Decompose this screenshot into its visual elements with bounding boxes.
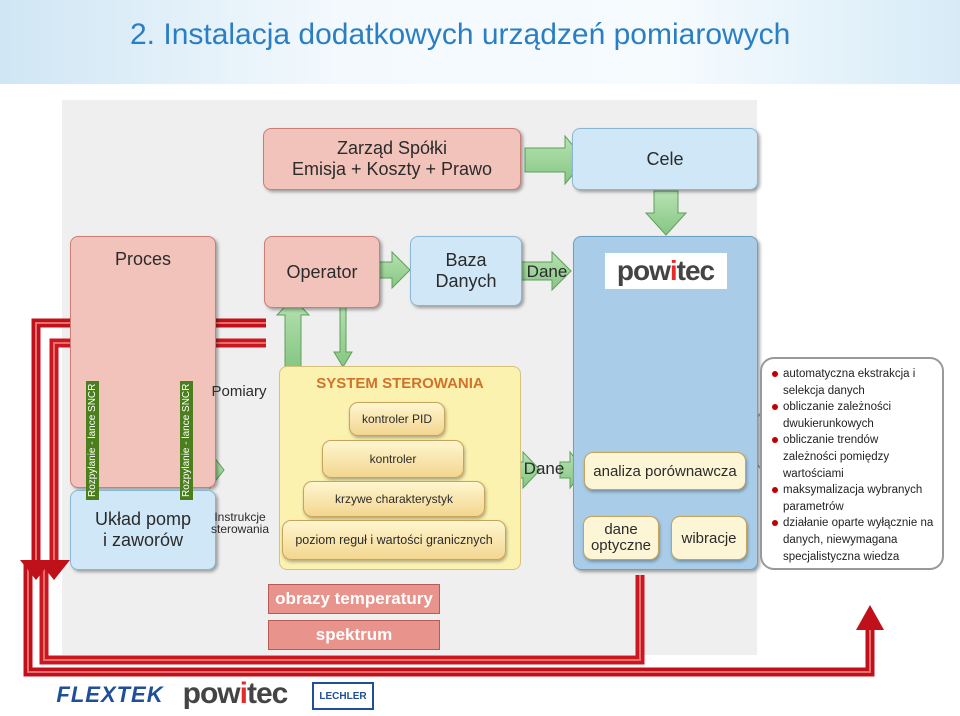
- baza-danych-box: Baza Danych: [410, 236, 522, 306]
- dane-mid-wrap: Dane: [519, 456, 569, 482]
- feature-item: automatyczna ekstrakcja i selekcja danyc…: [772, 366, 934, 399]
- proces-label: Proces: [114, 249, 172, 269]
- obrazy-text: obrazy temperatury: [275, 589, 433, 608]
- dane-optyczne-line1: dane: [604, 521, 638, 538]
- spektrum-text: spektrum: [315, 625, 393, 644]
- feature-item: maksymalizacja wybranych parametrów: [772, 482, 934, 515]
- dane-top-label: Dane: [526, 262, 568, 281]
- operator-label: Operator: [286, 261, 358, 282]
- level-kontroler-label: kontroler: [369, 452, 417, 466]
- analiza-label: analiza porównawcza: [593, 462, 737, 480]
- features-callout: automatyczna ekstrakcja i selekcja danyc…: [760, 357, 944, 570]
- dane-optyczne-box: dane optyczne: [583, 516, 659, 560]
- wibracje-box: wibracje: [671, 516, 747, 560]
- dane-mid-label: Dane: [523, 459, 565, 478]
- zarzad-box: Zarząd Spółki Emisja + Koszty + Prawo: [263, 128, 521, 190]
- level-pid-label: kontroler PID: [361, 412, 433, 426]
- arrow-system-operator: [275, 297, 311, 369]
- pomiary-label: Pomiary: [211, 382, 267, 400]
- level-kontroler: kontroler: [322, 440, 464, 478]
- cele-label: Cele: [646, 148, 684, 169]
- arrow-baza-dane: [519, 250, 572, 292]
- pomiary-wrap: Pomiary: [207, 378, 271, 404]
- vertical-label-lance-1: Rozpylanie - lance SNCR: [86, 380, 99, 500]
- lechler-text: LECHLER: [319, 690, 367, 702]
- instrukcje-line2: sterowania: [210, 522, 270, 536]
- zarzad-line1: Zarząd Spółki: [336, 138, 448, 158]
- arrow-operator-system: [333, 299, 353, 368]
- pipe-arrowhead-2: [38, 560, 70, 580]
- dane-top-label-wrap: Dane: [517, 258, 577, 286]
- powitec-text-i: i: [669, 255, 678, 286]
- pipe-bottom-outer: [23, 560, 875, 677]
- pipe-arrowhead-3: [856, 605, 884, 630]
- level-pid: kontroler PID: [349, 402, 445, 436]
- dane-optyczne-line2: optyczne: [590, 537, 652, 554]
- level-regul-label: poziom reguł i wartości granicznych: [295, 533, 493, 547]
- powitec-bottom-i: i: [239, 677, 248, 710]
- instrukcje-wrap: Instrukcje sterowania: [205, 508, 275, 538]
- uklad-line1: Układ pomp: [94, 509, 192, 529]
- obrazy-temperatury-label: obrazy temperatury: [268, 584, 440, 614]
- system-title: SYSTEM STEROWANIA: [316, 375, 484, 392]
- level-krzywe-label: krzywe charakterystyk: [334, 492, 454, 506]
- flextek-text: FLEXTEK: [56, 682, 164, 707]
- page-title: 2. Instalacja dodatkowych urządzeń pomia…: [130, 18, 791, 51]
- zarzad-line2: Emisja + Koszty + Prawo: [291, 159, 493, 179]
- spektrum-label: spektrum: [268, 620, 440, 650]
- instrukcje-line1: Instrukcje: [214, 510, 266, 524]
- level-regul: poziom reguł i wartości granicznych: [282, 520, 506, 560]
- level-krzywe: krzywe charakterystyk: [303, 481, 485, 517]
- vertical-label-lance-2: Rozpylanie - lance SNCR: [180, 380, 193, 500]
- uklad-line2: i zaworów: [102, 530, 184, 550]
- feature-item: działanie oparte wyłącznie na danych, ni…: [772, 515, 934, 565]
- lechler-logo: LECHLER: [312, 682, 374, 710]
- powitec-bottom-a: pow: [182, 677, 241, 710]
- wibracje-label: wibracje: [681, 529, 737, 547]
- analiza-box: analiza porównawcza: [584, 452, 746, 490]
- baza-line2: Danych: [435, 271, 497, 291]
- cele-box: Cele: [572, 128, 758, 190]
- flextek-logo: FLEXTEK: [56, 680, 164, 710]
- feature-item: obliczanie trendów zależności pomiędzy w…: [772, 432, 934, 482]
- powitec-bottom-b: tec: [246, 677, 288, 710]
- uklad-pomp-box: Układ pomp i zaworów: [70, 490, 216, 570]
- powitec-text-a: pow: [616, 255, 671, 286]
- operator-box: Operator: [264, 236, 380, 308]
- powitec-text-b: tec: [676, 255, 715, 286]
- title-bar: 2. Instalacja dodatkowych urządzeń pomia…: [0, 0, 960, 84]
- arrow-cele-down: [644, 190, 688, 236]
- baza-line1: Baza: [445, 250, 487, 270]
- features-list: automatyczna ekstrakcja i selekcja danyc…: [772, 366, 934, 565]
- feature-item: obliczanie zależności dwukierunkowych: [772, 399, 934, 432]
